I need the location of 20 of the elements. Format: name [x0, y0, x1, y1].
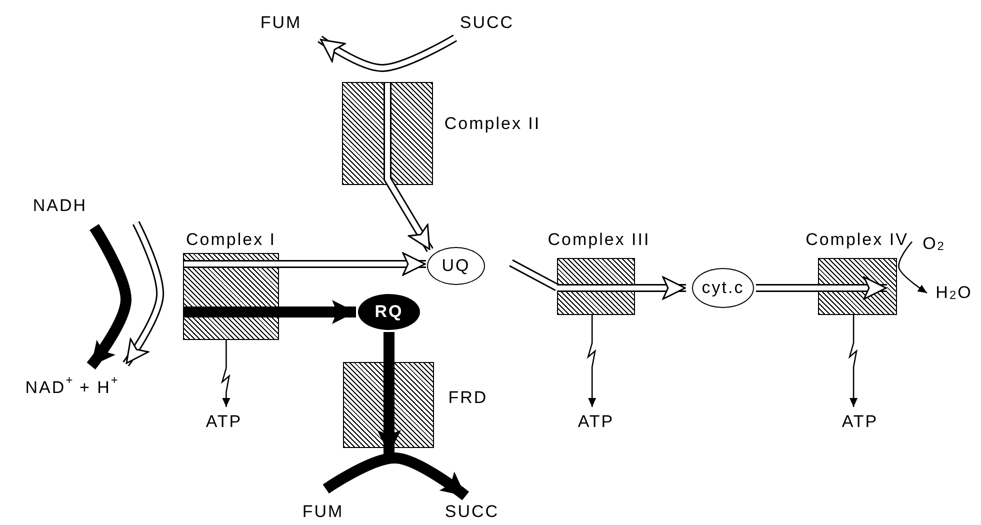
metabolite-label: ATP	[836, 409, 884, 433]
complex-label: Complex IV	[804, 228, 910, 250]
complex-label: Complex III	[546, 228, 652, 250]
metabolite-label: SUCC	[440, 499, 504, 523]
metabolite-label: FUM	[294, 499, 352, 523]
metabolite-label: SUCC	[455, 10, 519, 34]
filled-carrier-ellipse: RQ	[358, 294, 420, 330]
protein-complex-block	[342, 82, 433, 185]
metabolite-label: H$_{2}$O	[928, 279, 980, 305]
metabolite-label: ATP	[572, 409, 620, 433]
complex-label: Complex II	[445, 112, 540, 134]
metabolite-label: NADH	[22, 193, 98, 217]
metabolite-label: NAD$^{+}$ + H$^{+}$	[8, 374, 142, 400]
complex-label: FRD	[447, 386, 489, 408]
metabolite-label: ATP	[200, 409, 248, 433]
metabolite-label: O$_{2}$	[914, 230, 954, 256]
carrier-ellipse: UQ	[427, 247, 485, 285]
carrier-ellipse: cyt.c	[692, 268, 754, 308]
metabolite-label: FUM	[252, 10, 310, 34]
complex-label: Complex I	[184, 228, 278, 250]
